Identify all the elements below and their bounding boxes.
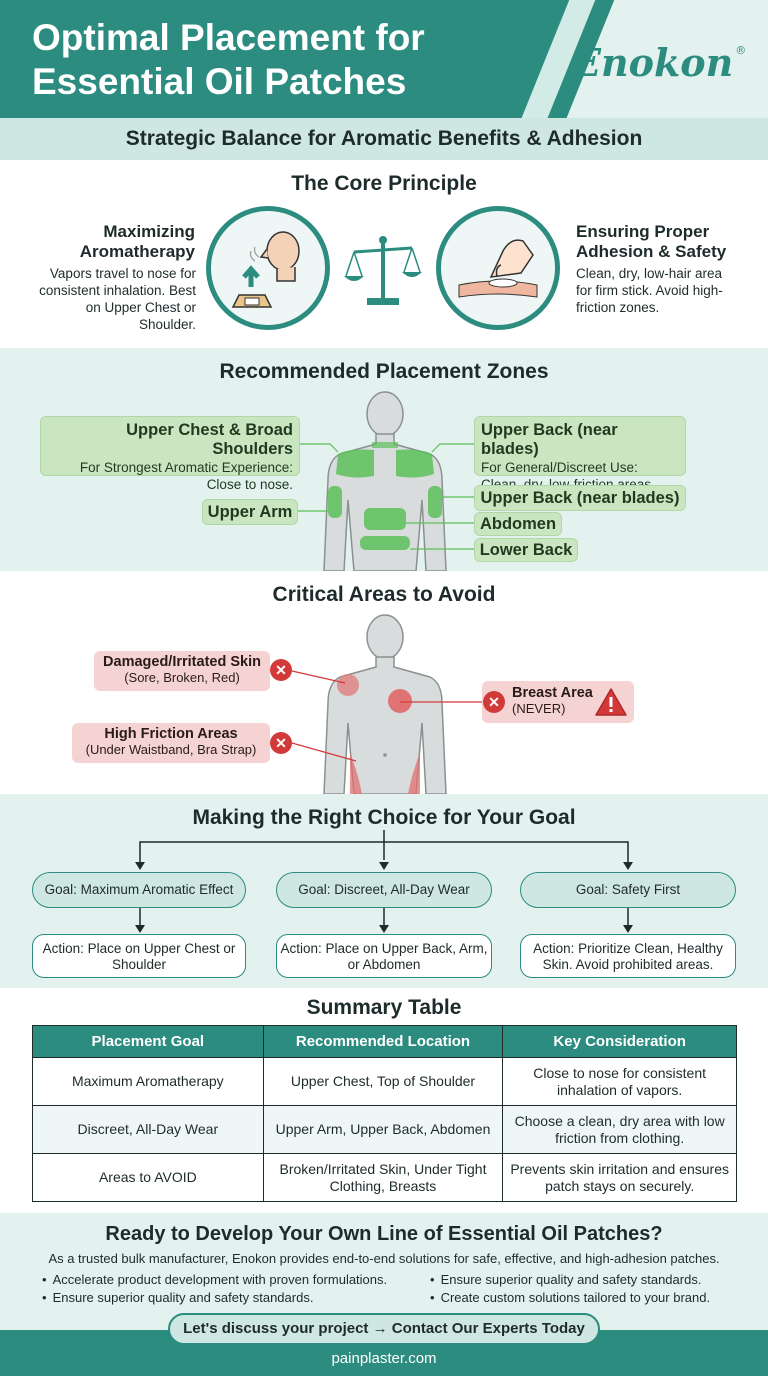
header-band <box>0 0 530 118</box>
contact-experts-button[interactable]: Let's discuss your project → Contact Our… <box>168 1313 600 1345</box>
cta-title: Ready to Develop Your Own Line of Essent… <box>105 1223 663 1245</box>
zone-label-lower-back: Lower Back <box>474 538 578 562</box>
zone-label-upper-back: Upper Back (near blades) For General/Dis… <box>474 416 686 492</box>
hand-applying-patch-icon <box>458 239 538 298</box>
zone-upper-back-2-text: Upper Back (near blades) <box>480 489 680 507</box>
action-box: Action: Prioritize Clean, Healthy Skin. … <box>520 934 736 978</box>
zone-label-abdomen: Abdomen <box>474 512 562 536</box>
zones-title: Recommended Placement Zones <box>219 360 549 383</box>
goal-pill: Goal: Maximum Aromatic Effect <box>32 872 246 908</box>
avoid-label-damaged-skin: Damaged/Irritated Skin (Sore, Broken, Re… <box>94 651 270 691</box>
subtitle-bar: Strategic Balance for Aromatic Benefits … <box>0 118 768 160</box>
zone-chest-text: For Strongest Aromatic Experience: Close… <box>79 460 293 492</box>
registered-mark: ® <box>735 44 747 57</box>
cta-bullet: Accelerate product development with prov… <box>42 1272 388 1287</box>
summary-table: Placement Goal Recommended Location Key … <box>32 1025 737 1202</box>
page-title: Optimal Placement for Essential Oil Patc… <box>32 17 425 102</box>
zone-lower-back-text: Lower Back <box>479 541 573 559</box>
avoid-label-breast: Breast Area (NEVER) <box>482 681 634 723</box>
cta-bullet: Create custom solutions tailored to your… <box>430 1290 711 1305</box>
adhesion-illustration <box>436 206 560 330</box>
balance-scale-icon <box>344 236 422 305</box>
brand-logo: Enokon® <box>572 40 746 85</box>
avoid-friction-heading: High Friction Areas <box>104 726 238 742</box>
table-header: Recommended Location <box>262 1025 504 1058</box>
table-header: Placement Goal <box>32 1025 264 1058</box>
choice-title: Making the Right Choice for Your Goal <box>192 806 576 829</box>
body-avoid-illustration <box>323 614 447 794</box>
action-box: Action: Place on Upper Back, Arm, or Abd… <box>276 934 492 978</box>
avoid-connector-lines <box>291 670 482 762</box>
zone-label-upper-back-2: Upper Back (near blades) <box>474 485 686 511</box>
header-banner <box>0 0 768 118</box>
table-cell: Discreet, All-Day Wear <box>32 1105 264 1154</box>
table-cell: Areas to AVOID <box>32 1153 264 1202</box>
table-row: Maximum Aromatherapy Upper Chest, Top of… <box>32 1057 737 1106</box>
table-cell: Maximum Aromatherapy <box>32 1057 264 1106</box>
cta-bullet: Ensure superior quality and safety stand… <box>42 1290 314 1305</box>
aromatherapy-heading: Maximizing Aromatherapy <box>79 222 195 261</box>
cta-bullet: Ensure superior quality and safety stand… <box>430 1272 702 1287</box>
table-cell: Close to nose for consistent inhalation … <box>502 1057 737 1106</box>
table-cell: Upper Arm, Upper Back, Abdomen <box>262 1105 504 1154</box>
choice-section: Making the Right Choice for Your Goal Go… <box>0 794 768 988</box>
flow-arrows <box>135 830 633 933</box>
footer-url[interactable]: painplaster.com <box>331 1350 437 1367</box>
avoid-damaged-heading: Damaged/Irritated Skin <box>103 654 261 670</box>
cta-intro: As a trusted bulk manufacturer, Enokon p… <box>48 1251 720 1266</box>
x-circle-icon: ✕ <box>483 691 505 713</box>
subtitle: Strategic Balance for Aromatic Benefits … <box>125 127 643 150</box>
aromatherapy-text: Vapors travel to nose for consistent inh… <box>39 266 196 332</box>
inhalation-illustration <box>206 206 330 330</box>
body-front-illustration <box>323 391 447 571</box>
goal-pill: Goal: Safety First <box>520 872 736 908</box>
goal-pill: Goal: Discreet, All-Day Wear <box>276 872 492 908</box>
adhesion-heading: Ensuring Proper Adhesion & Safety <box>576 222 727 261</box>
table-cell: Upper Chest, Top of Shoulder <box>262 1057 504 1106</box>
avoid-breast-heading: Breast Area <box>512 685 593 701</box>
table-row: Areas to AVOID Broken/Irritated Skin, Un… <box>32 1153 737 1202</box>
avoid-title: Critical Areas to Avoid <box>272 583 496 606</box>
zone-label-upper-arm: Upper Arm <box>202 499 298 525</box>
zone-abdomen-text: Abdomen <box>479 515 557 533</box>
x-circle-icon: ✕ <box>270 659 292 681</box>
cta-section: Ready to Develop Your Own Line of Essent… <box>0 1213 768 1330</box>
adhesion-text: Clean, dry, low-hair area for firm stick… <box>576 266 723 315</box>
x-circle-icon: ✕ <box>270 732 292 754</box>
placement-zones-section: Recommended Placement Zones Upper Chest … <box>0 348 768 571</box>
avoid-section: Critical Areas to Avoid Damaged/Irritate… <box>0 571 768 794</box>
zone-back-heading: Upper Back (near blades) <box>481 421 618 458</box>
table-header: Key Consideration <box>502 1025 737 1058</box>
summary-title: Summary Table <box>306 996 462 1019</box>
summary-section: Summary Table Placement Goal Recommended… <box>0 988 768 1213</box>
action-box: Action: Place on Upper Chest or Shoulder <box>32 934 246 978</box>
core-title: The Core Principle <box>291 172 477 195</box>
table-cell: Broken/Irritated Skin, Under Tight Cloth… <box>262 1153 504 1202</box>
table-cell: Prevents skin irritation and ensures pat… <box>502 1153 737 1202</box>
zone-upper-arm-text: Upper Arm <box>207 503 293 521</box>
avoid-breast-text: (NEVER) <box>512 701 566 716</box>
zone-chest-heading: Upper Chest & Broad Shoulders <box>126 421 293 458</box>
avoid-damaged-text: (Sore, Broken, Red) <box>124 670 240 685</box>
table-cell: Choose a clean, dry area with low fricti… <box>502 1105 737 1154</box>
zone-connector-lines <box>295 443 475 550</box>
brand-name: Enokon <box>572 40 734 85</box>
table-row: Discreet, All-Day Wear Upper Arm, Upper … <box>32 1105 737 1154</box>
core-principle-section: The Core Principle Maximizing Aromathera… <box>0 160 768 348</box>
warning-triangle-icon <box>595 688 627 716</box>
zone-label-chest: Upper Chest & Broad Shoulders For Strong… <box>40 416 300 492</box>
inhale-icon <box>231 231 300 308</box>
table-header-row: Placement Goal Recommended Location Key … <box>32 1025 737 1058</box>
avoid-friction-text: (Under Waistband, Bra Strap) <box>85 742 257 757</box>
avoid-label-friction: High Friction Areas (Under Waistband, Br… <box>72 723 270 763</box>
